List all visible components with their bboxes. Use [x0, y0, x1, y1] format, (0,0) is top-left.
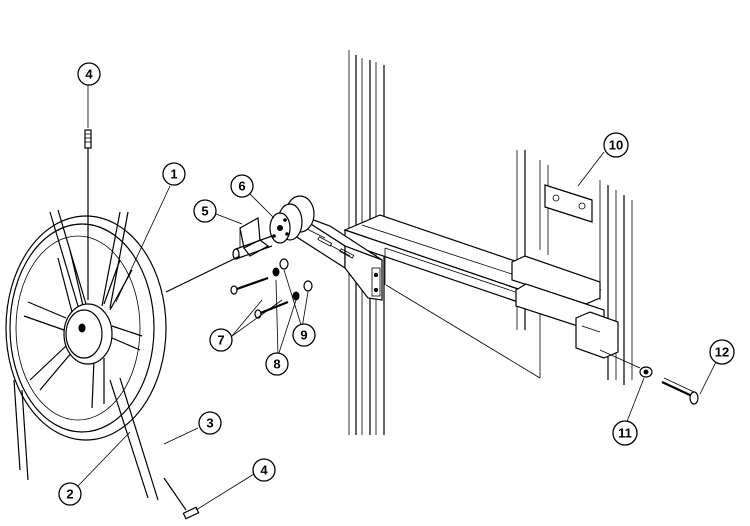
set-screw [163, 477, 200, 520]
svg-text:6: 6 [238, 179, 245, 194]
svg-text:8: 8 [273, 357, 280, 372]
svg-text:3: 3 [206, 416, 213, 431]
drive-belts [13, 209, 241, 501]
callout-4-bottom: 4 [252, 458, 276, 482]
mounting-plate [544, 184, 593, 223]
svg-text:11: 11 [618, 426, 632, 441]
idler-bracket [232, 217, 273, 260]
callout-5: 5 [193, 199, 217, 223]
svg-text:4: 4 [85, 67, 93, 82]
slide-guide [511, 255, 619, 359]
callout-8: 8 [265, 352, 289, 376]
callout-11: 11 [612, 420, 638, 446]
callout-4-top: 4 [77, 62, 101, 86]
callout-6: 6 [230, 174, 254, 198]
callout-9: 9 [292, 323, 316, 347]
leader-lines [77, 82, 717, 511]
svg-text:12: 12 [715, 345, 729, 360]
svg-text:9: 9 [300, 328, 307, 343]
callout-1: 1 [162, 162, 186, 186]
callout-2: 2 [58, 482, 82, 506]
svg-text:4: 4 [260, 463, 268, 478]
callout-10: 10 [603, 132, 629, 158]
vertical-shaft [84, 129, 92, 300]
fasteners-7-8-9 [230, 258, 313, 319]
svg-text:7: 7 [217, 333, 224, 348]
motor-pulley [269, 195, 315, 244]
svg-text:10: 10 [609, 138, 623, 153]
svg-text:2: 2 [66, 487, 73, 502]
large-pulley [5, 215, 167, 441]
callout-7: 7 [209, 328, 233, 352]
bolt-and-washer [599, 349, 699, 405]
callout-12: 12 [709, 339, 735, 365]
svg-text:1: 1 [170, 167, 177, 182]
callout-3: 3 [198, 411, 222, 435]
svg-text:5: 5 [201, 204, 208, 219]
